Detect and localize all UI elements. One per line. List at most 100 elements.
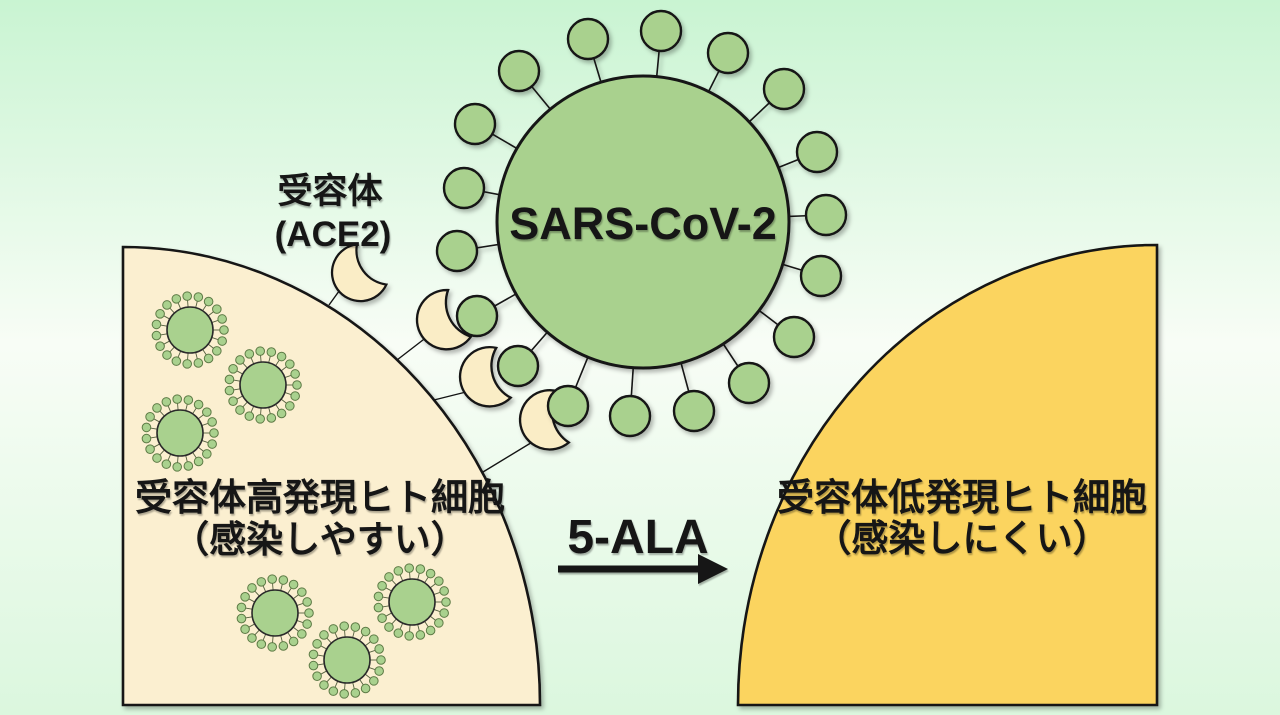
small-virus-spike-dot	[404, 631, 414, 641]
small-virus-spike-dot	[376, 655, 386, 665]
small-virus-spike-dot	[288, 636, 299, 647]
small-virus-spike-dot	[247, 633, 257, 643]
small-virus-spike-dot	[171, 294, 182, 304]
small-virus-spike-dot	[267, 574, 277, 584]
small-virus-spike-dot	[374, 666, 384, 676]
spike-icon	[442, 166, 486, 210]
small-virus-spike-dot	[162, 300, 172, 310]
virus-spike-group	[435, 9, 848, 438]
small-virus-body	[388, 578, 436, 626]
small-virus-spike-dot	[384, 622, 394, 632]
small-virus-spike-dot	[434, 618, 444, 628]
spike-icon	[804, 193, 848, 237]
small-virus-spike-dot	[193, 456, 204, 467]
ace2-receptor-icon	[458, 346, 513, 408]
small-virus-icon	[151, 291, 229, 369]
small-virus-spike-dot	[162, 350, 172, 360]
small-virus-spike-dot	[377, 613, 387, 623]
spike-icon	[799, 254, 843, 298]
small-virus-spike-dot	[328, 686, 339, 696]
small-virus-spike-dot	[285, 401, 295, 411]
small-virus-icon	[236, 574, 314, 652]
small-virus-icon	[224, 346, 302, 424]
small-virus-spike-dot	[152, 453, 162, 463]
spike-icon	[546, 384, 590, 428]
small-virus-spike-dot	[441, 597, 451, 607]
small-virus-spike-dot	[292, 380, 302, 390]
small-virus-spike-dot	[155, 309, 165, 319]
small-virus-spike-dot	[172, 462, 182, 472]
small-virus-spike-dot	[145, 412, 155, 422]
small-virus-spike-dot	[312, 639, 322, 649]
left-cell-label-line1: 受容体高発現ヒト細胞	[135, 477, 505, 518]
small-virus-spike-dot	[183, 395, 194, 405]
small-virus-spike-dot	[193, 292, 204, 302]
small-virus-spike-dot	[228, 396, 238, 406]
small-virus-spike-dot	[224, 374, 235, 385]
small-virus-icon	[373, 563, 451, 641]
small-virus-spike-dot	[256, 577, 267, 587]
small-virus-spike-dot	[155, 341, 165, 351]
small-virus-spike-dot	[152, 403, 162, 413]
small-virus-spike-dot	[255, 414, 265, 424]
small-virus-spike-dot	[256, 639, 267, 649]
small-virus-spike-dot	[297, 629, 307, 639]
small-virus-spike-dot	[183, 461, 194, 471]
spike-icon	[727, 361, 771, 405]
small-virus-spike-dot	[141, 433, 152, 444]
small-virus-spike-dot	[312, 671, 322, 681]
small-virus-spike-dot	[212, 346, 222, 356]
small-virus-spike-dot	[415, 630, 426, 640]
intracellular-virus-group	[141, 291, 451, 699]
small-virus-spike-dot	[151, 330, 162, 341]
small-virus-body	[251, 589, 299, 637]
small-virus-spike-dot	[308, 660, 319, 671]
small-virus-spike-dot	[217, 336, 227, 346]
ace2-receptor-icon	[330, 242, 389, 303]
small-virus-spike-dot	[161, 459, 172, 469]
small-virus-spike-dot	[235, 405, 245, 415]
small-virus-spike-dot	[145, 444, 155, 454]
left-cell-label-line2: （感染しやすい）	[172, 519, 468, 560]
spike-icon	[706, 31, 750, 75]
small-virus-spike-dot	[373, 602, 384, 613]
small-virus-spike-dot	[203, 353, 214, 364]
small-virus-spike-dot	[217, 314, 227, 324]
arrow-head	[698, 554, 728, 584]
small-virus-spike-dot	[212, 304, 222, 314]
small-virus-spike-dot	[151, 319, 162, 330]
small-virus-spike-dot	[369, 634, 379, 644]
virus-body	[495, 74, 791, 370]
small-virus-spike-dot	[439, 608, 449, 618]
small-virus-spike-dot	[304, 608, 314, 618]
small-virus-spike-dot	[240, 592, 250, 602]
small-virus-spike-dot	[393, 566, 404, 576]
small-virus-spike-dot	[276, 408, 287, 419]
small-virus-spike-dot	[425, 625, 436, 636]
small-virus-spike-dot	[308, 649, 319, 660]
spike-icon	[497, 49, 541, 93]
small-virus-spike-dot	[278, 641, 289, 651]
small-virus-spike-dot	[425, 568, 436, 579]
small-virus-body	[239, 361, 287, 409]
spike-icon	[566, 17, 610, 61]
small-virus-spike-dot	[319, 680, 329, 690]
small-virus-spike-dot	[339, 621, 349, 631]
small-virus-icon	[308, 621, 386, 699]
left-cell-shape	[121, 245, 542, 707]
small-virus-spike-dot	[236, 613, 247, 624]
small-virus-spike-dot	[141, 422, 152, 433]
receptor-label-line2: (ACE2)	[275, 215, 392, 254]
small-virus-spike-dot	[278, 575, 289, 585]
small-virus-spike-dot	[235, 355, 245, 365]
small-virus-spike-dot	[288, 579, 299, 590]
small-virus-spike-dot	[247, 583, 257, 593]
spike-icon	[455, 294, 499, 338]
small-virus-spike-dot	[384, 572, 394, 582]
small-virus-spike-dot	[373, 591, 384, 602]
small-virus-spike-dot	[319, 630, 329, 640]
small-virus-spike-dot	[290, 391, 300, 401]
small-virus-spike-dot	[172, 394, 182, 404]
small-virus-spike-dot	[350, 622, 361, 632]
